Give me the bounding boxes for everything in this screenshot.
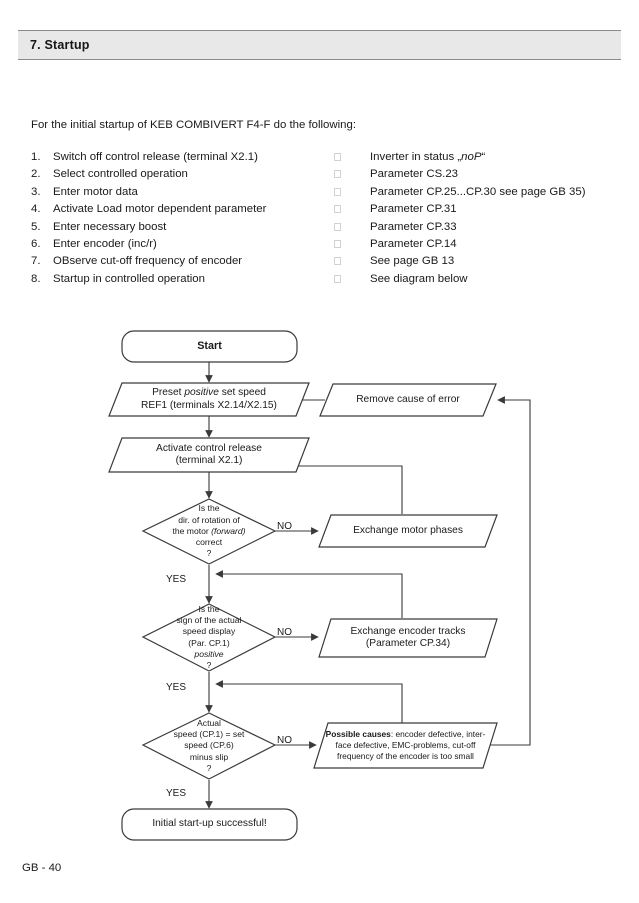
list-item-number: 2. [31, 168, 41, 181]
list-item-number: 8. [31, 272, 41, 285]
intro-paragraph: For the initial startup of KEB COMBIVERT… [31, 119, 356, 131]
arrow-box-icon [334, 274, 341, 283]
list-item-detail: See page GB 13 [370, 255, 455, 268]
list-item: 8. Startup in controlled operation See d… [31, 273, 611, 290]
list-item-step: Switch off control release (terminal X2.… [53, 151, 258, 163]
list-item-detail: Parameter CP.31 [370, 203, 457, 216]
list-item-number: 1. [31, 151, 41, 163]
edge-label-yes-3: YES [166, 788, 187, 799]
edge-label-no-1: NO [277, 521, 292, 532]
list-item-number: 4. [31, 203, 41, 216]
flow-decision-direction-of-rotation-text: Is the dir. of rotation of the motor (fo… [172, 503, 246, 559]
flow-node-remove-cause-of-error: Remove cause of error [320, 384, 496, 416]
list-item: 1. Switch off control release (terminal … [31, 151, 611, 168]
arrow-box-icon [334, 187, 341, 196]
page-title: 7. Startup [30, 38, 90, 52]
section-header-bar: 7. Startup [18, 30, 621, 60]
flow-decision-actual-speed: Actual speed (CP.1) = set speed (CP.6) m… [143, 713, 275, 779]
flow-decision-speed-sign: Is the sign of the actual speed display … [143, 604, 275, 671]
list-item-step: Activate Load motor dependent parameter [53, 203, 267, 216]
startup-steps-list: 1. Switch off control release (terminal … [31, 151, 611, 290]
list-item-number: 3. [31, 185, 41, 198]
flow-node-preset-speed: Preset positive set speed REF1 (terminal… [109, 383, 309, 416]
flow-node-exchange-motor-phases-text: Exchange motor phases [353, 524, 463, 536]
list-item: 3. Enter motor data Parameter CP.25...CP… [31, 186, 611, 203]
edge-label-no-2: NO [277, 627, 292, 638]
list-item-detail: Parameter CP.33 [370, 220, 457, 233]
arrow-box-icon [334, 222, 341, 231]
edge-label-yes-1: YES [166, 574, 187, 585]
arrow-box-icon [334, 205, 341, 214]
list-item: 5. Enter necessary boost Parameter CP.33 [31, 221, 611, 238]
flow-node-exchange-encoder-tracks: Exchange encoder tracks (Parameter CP.34… [319, 619, 497, 657]
list-item-detail: Parameter CP.14 [370, 237, 457, 250]
flow-node-activate-control-release-text: Activate control release (terminal X2.1) [156, 442, 262, 466]
flow-node-exchange-encoder-tracks-text: Exchange encoder tracks (Parameter CP.34… [350, 625, 466, 649]
edge-label-yes-2: YES [166, 682, 187, 693]
list-item-detail: Parameter CS.23 [370, 168, 458, 181]
flow-node-initial-startup-successful: Initial start-up successful! [152, 818, 267, 830]
edge-label-no-3: NO [277, 735, 292, 746]
flow-node-preset-speed-text: Preset positive set speed REF1 (terminal… [141, 387, 277, 411]
flow-node-exchange-motor-phases: Exchange motor phases [319, 515, 497, 547]
list-item-number: 6. [31, 237, 41, 250]
flow-node-remove-cause-of-error-text: Remove cause of error [356, 393, 460, 405]
arrow-box-icon [334, 257, 341, 266]
arrow-box-icon [334, 153, 341, 161]
arrow-box-icon [334, 239, 341, 248]
list-item-step: Enter encoder (inc/r) [53, 237, 157, 250]
flow-node-start: Start [197, 340, 222, 353]
list-item-step: Enter necessary boost [53, 220, 167, 233]
list-item: 6. Enter encoder (inc/r) Parameter CP.14 [31, 238, 611, 255]
flow-node-possible-causes: Possible causes: encoder defective, inte… [314, 723, 497, 768]
flow-decision-speed-sign-text: Is the sign of the actual speed display … [176, 603, 242, 670]
list-item-number: 5. [31, 220, 41, 233]
flow-node-activate-control-release: Activate control release (terminal X2.1) [109, 438, 309, 472]
flow-decision-direction-of-rotation: Is the dir. of rotation of the motor (fo… [143, 499, 275, 564]
list-item-step: Enter motor data [53, 185, 138, 198]
list-item-step: Startup in controlled operation [53, 272, 205, 285]
arrow-box-icon [334, 170, 341, 179]
list-item: 4. Activate Load motor dependent paramet… [31, 203, 611, 220]
flow-node-possible-causes-text: Possible causes: encoder defective, inte… [325, 729, 486, 761]
list-item-detail: See diagram below [370, 272, 468, 285]
footer-page-number: GB - 40 [22, 862, 62, 874]
list-item-detail: Inverter in status „noP“ [370, 151, 486, 163]
list-item-step: Select controlled operation [53, 168, 188, 181]
flow-decision-actual-speed-text: Actual speed (CP.1) = set speed (CP.6) m… [173, 717, 245, 773]
list-item-number: 7. [31, 255, 41, 268]
list-item-detail: Parameter CP.25...CP.30 see page GB 35) [370, 185, 586, 198]
list-item-step: OBserve cut-off frequency of encoder [53, 255, 243, 268]
list-item: 7. OBserve cut-off frequency of encoder … [31, 255, 611, 272]
list-item: 2. Select controlled operation Parameter… [31, 168, 611, 185]
